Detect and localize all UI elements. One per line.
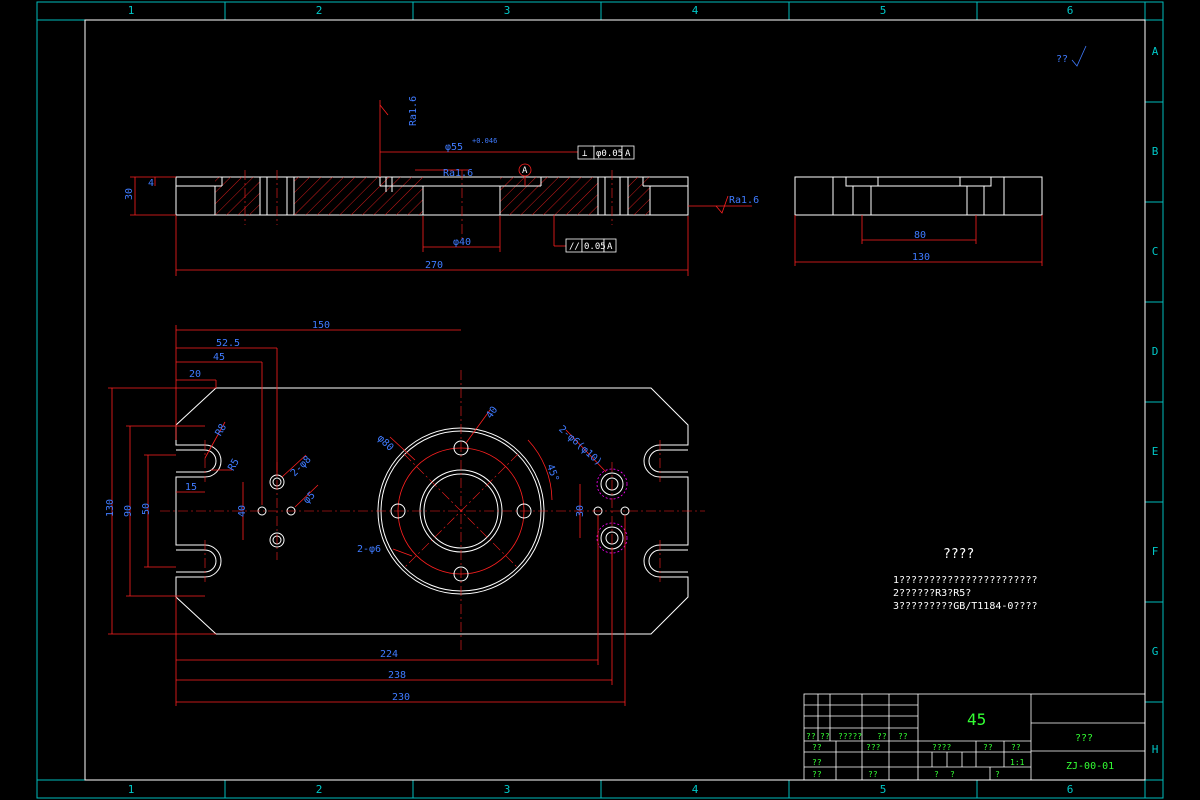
dim-hole-chain: 2-φ6(φ10)	[556, 424, 604, 468]
tb-cell: ??	[1011, 743, 1021, 752]
tb-cell: ??	[983, 743, 993, 752]
title-block: 45 ??? ZJ-00-01 ???? ?? ?? ????? ?? ?? ?…	[803, 693, 1146, 781]
dim-holes-left: 2-φ8	[289, 454, 314, 479]
col-label: 3	[504, 4, 511, 17]
roughness-bore: Ra1.6	[443, 168, 473, 179]
scale-label: ????	[932, 743, 951, 752]
roughness-right: Ra1.6	[729, 195, 759, 206]
tb-cell: ??	[898, 732, 908, 741]
note-line-3: 3?????????GB/T1184-0????	[893, 601, 1038, 612]
note-line-2: 2??????R3?R5?	[893, 588, 971, 599]
tb-cell: ??	[868, 770, 878, 779]
dim-step: 4	[148, 178, 154, 189]
notes-heading: ????	[943, 547, 974, 562]
col-label: 1	[128, 783, 135, 796]
inner-border	[84, 19, 1146, 781]
tb-cell: ???	[866, 743, 881, 752]
dim-hole-small: φ5	[302, 490, 318, 506]
col-label: 6	[1067, 783, 1074, 796]
col-label: 5	[880, 783, 887, 796]
side-view: 80 130	[794, 176, 1043, 266]
dim-hole-top: 40	[484, 405, 500, 421]
tb-cell: ??	[812, 743, 822, 752]
col-label: 1	[128, 4, 135, 17]
roughness-symbol-icon	[1071, 45, 1087, 67]
roughness-top: Ra1.6	[408, 96, 419, 126]
dim-15: 15	[185, 482, 197, 493]
tb-cell: ??	[812, 770, 822, 779]
tb-cell: ?	[995, 770, 1000, 779]
dim-r8: R8	[214, 422, 230, 438]
dim-52-5: 52.5	[216, 338, 240, 349]
tb-cell: ??	[806, 732, 816, 741]
dim-20: 20	[189, 369, 201, 380]
tb-cell: ??	[812, 758, 822, 767]
dim-pcd: φ80	[375, 433, 396, 454]
dim-angle: 45°	[544, 463, 561, 484]
dim-238: 238	[388, 670, 406, 681]
tb-cell: ?????	[838, 732, 862, 741]
row-label: E	[1152, 445, 1159, 458]
dim-45: 45	[213, 352, 225, 363]
tb-cell: ?	[934, 770, 939, 779]
col-label: 4	[692, 4, 699, 17]
tol-par-value: 0.05	[584, 242, 606, 252]
row-label: F	[1152, 545, 1159, 558]
dim-90: 90	[123, 505, 134, 517]
note-line-1: 1???????????????????????	[893, 575, 1038, 586]
dim-30: 30	[575, 505, 586, 517]
global-roughness: ??	[1056, 54, 1068, 65]
dim-r5-slot: R5	[226, 457, 242, 473]
dim-40-left: 40	[237, 505, 248, 517]
row-label: A	[1152, 45, 1159, 58]
dim-130: 130	[105, 499, 116, 517]
row-label: B	[1152, 145, 1159, 158]
dim-fit-note: +0.046	[472, 137, 497, 145]
tb-cell: ??	[877, 732, 887, 741]
zone-labels: 1 2 3 4 5 6 1 2 3 4 5 6 A B C D E F G H	[128, 4, 1159, 796]
dim-total-width: 130	[912, 252, 930, 263]
row-label: D	[1152, 345, 1159, 358]
plan-view	[160, 370, 705, 650]
dim-150: 150	[312, 320, 330, 331]
row-label: G	[1152, 645, 1159, 658]
tol-par-symbol: //	[569, 242, 580, 252]
dim-inner-width: 80	[914, 230, 926, 241]
col-label: 2	[316, 783, 323, 796]
dim-holes-bolt: 2-φ6	[357, 544, 381, 555]
tol-perp-value: φ0.05	[596, 149, 623, 159]
part-name: ???	[1075, 733, 1093, 744]
tol-perp-datum: A	[625, 149, 631, 159]
row-label: C	[1152, 245, 1159, 258]
dim-counterbore: φ55	[445, 142, 463, 153]
tol-par-datum: A	[607, 242, 613, 252]
dim-230: 230	[392, 692, 410, 703]
dim-bore: φ40	[453, 237, 471, 248]
front-section-view	[175, 170, 689, 240]
col-label: 5	[880, 4, 887, 17]
plan-view-dimensions: 150 52.5 45 20 15 130 90 50 40 224 238	[105, 320, 626, 706]
col-label: 2	[316, 4, 323, 17]
sheet-scale: 1:1	[1010, 758, 1025, 767]
tol-perp-symbol: ⊥	[582, 149, 588, 159]
col-label: 3	[504, 783, 511, 796]
row-label: H	[1152, 743, 1159, 756]
tb-cell: ?	[950, 770, 955, 779]
technical-notes: ???? 1??????????????????????? 2??????R3?…	[893, 547, 1038, 612]
drawing-number: ZJ-00-01	[1066, 761, 1114, 772]
dim-width-total: 270	[425, 260, 443, 271]
front-view-dimensions: 270 φ40 30 4 φ55 +0.046 Ra1.6 Ra1.6 Ra1.…	[124, 96, 759, 276]
col-label: 4	[692, 783, 699, 796]
material-label: 45	[967, 710, 986, 729]
tb-cell: ??	[820, 732, 830, 741]
dim-thickness: 30	[124, 188, 135, 200]
dim-224: 224	[380, 649, 398, 660]
drawing-frame	[36, 1, 1164, 799]
datum-a-label: A	[522, 166, 528, 176]
dim-50: 50	[141, 503, 152, 515]
col-label: 6	[1067, 4, 1074, 17]
